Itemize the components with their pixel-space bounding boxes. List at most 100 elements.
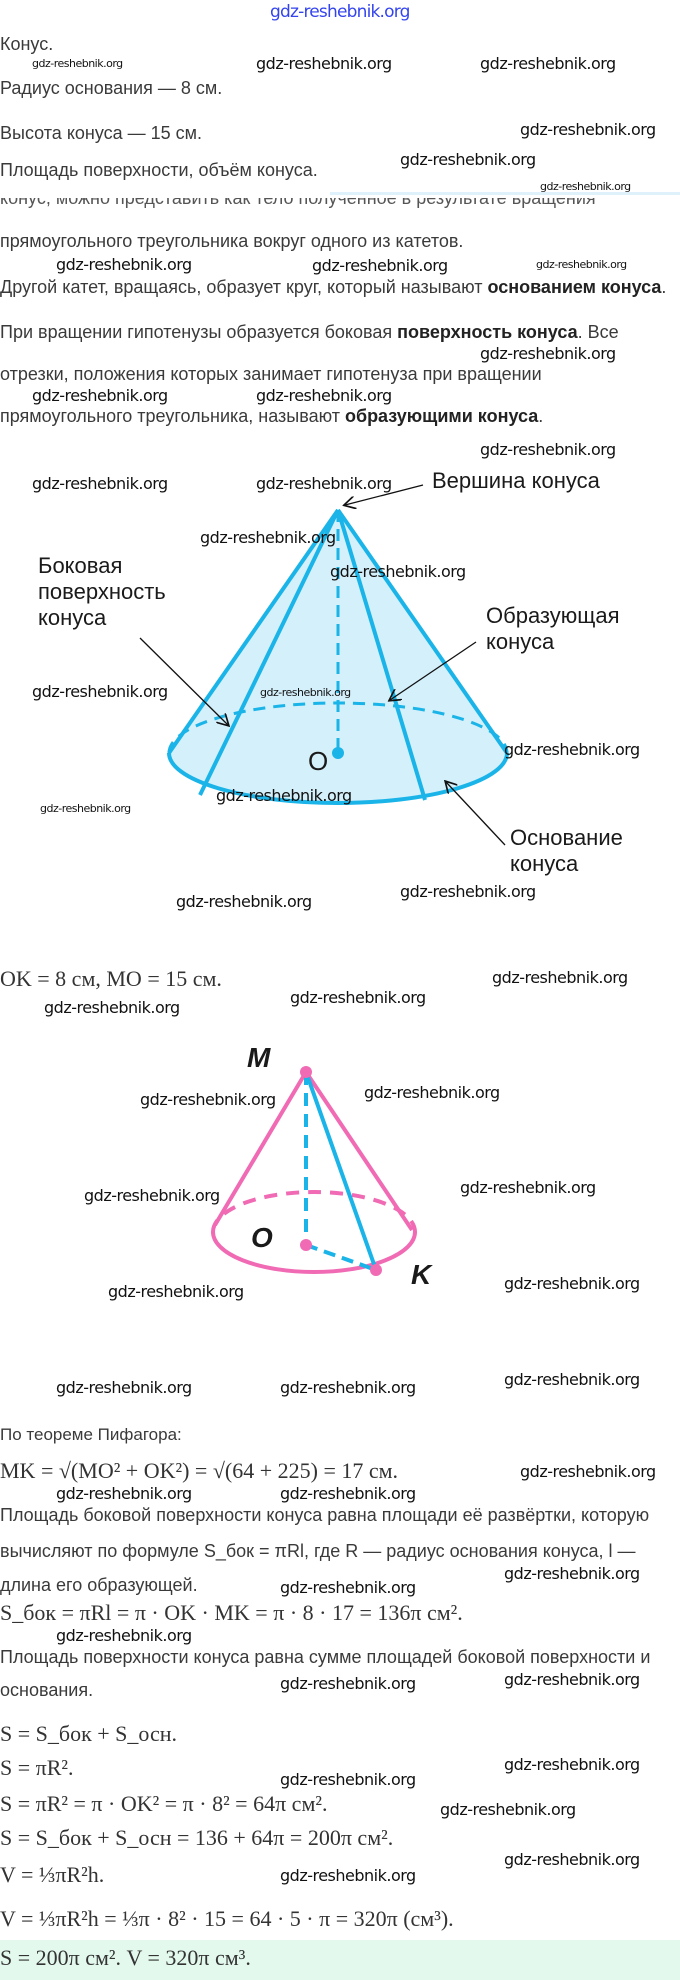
- watermark: gdz-reshebnik.org: [540, 180, 631, 193]
- given-title: Конус.: [0, 34, 54, 54]
- watermark: gdz-reshebnik.org: [364, 1083, 500, 1102]
- watermark: gdz-reshebnik.org: [216, 786, 352, 805]
- watermark: gdz-reshebnik.org: [32, 57, 123, 70]
- formula-mk: MK = √(MO² + OK²) = √(64 + 225) = 17 см.: [0, 1458, 399, 1483]
- lateral-text-1: Площадь боковой поверхности конуса равна…: [0, 1505, 650, 1525]
- watermark: gdz-reshebnik.org: [504, 1755, 640, 1774]
- base-back-arc: [211, 1190, 417, 1233]
- watermark: gdz-reshebnik.org: [256, 474, 392, 493]
- text: . Все: [577, 322, 619, 342]
- cone-base-fill: [169, 510, 507, 803]
- cut-off-line: конус, можно представить как тело получе…: [0, 198, 680, 212]
- term-generators: образующими конуса: [344, 406, 539, 426]
- watermark: gdz-reshebnik.org: [32, 474, 168, 493]
- point-k: [370, 1264, 382, 1276]
- watermark: gdz-reshebnik.org: [520, 1462, 656, 1481]
- watermark: gdz-reshebnik.org: [536, 258, 627, 271]
- o-label: O: [251, 1222, 273, 1253]
- text: .: [661, 277, 667, 297]
- given-height: Высота конуса — 15 см.: [0, 123, 203, 143]
- cone-mok-diagram: [211, 1066, 417, 1276]
- watermark: gdz-reshebnik.org: [56, 1378, 192, 1397]
- watermark: gdz-reshebnik.org: [504, 1370, 640, 1389]
- watermark: gdz-reshebnik.org: [40, 802, 131, 815]
- total-text-2: основания.: [0, 1680, 94, 1700]
- theory-line-4: отрезки, положения которых занимает гипо…: [0, 364, 542, 384]
- label-line: конуса: [510, 851, 579, 876]
- point-o: [300, 1239, 312, 1251]
- watermark: gdz-reshebnik.org: [176, 892, 312, 911]
- watermark: gdz-reshebnik.org: [480, 344, 616, 363]
- watermark: gdz-reshebnik.org: [480, 440, 616, 459]
- theory-line-5: прямоугольного треугольника, называют об…: [0, 406, 543, 427]
- watermark: gdz-reshebnik.org: [256, 54, 392, 73]
- theory-line-3: При вращении гипотенузы образуется боков…: [0, 322, 619, 343]
- formula-5: V = ⅓πR²h.: [0, 1862, 105, 1887]
- watermark: gdz-reshebnik.org: [140, 1090, 276, 1109]
- label-line: конуса: [38, 605, 107, 630]
- theory-line-1: прямоугольного треугольника вокруг одног…: [0, 231, 464, 251]
- formula-3: S = πR² = π · OK² = π · 8² = 64π см².: [0, 1791, 328, 1816]
- formula-s-lateral: S_бок = πRl = π · OK · MK = π · 8 · 17 =…: [0, 1600, 463, 1625]
- pythagoras-text: По теореме Пифагора:: [0, 1425, 182, 1444]
- watermark: gdz-reshebnik.org: [84, 1186, 220, 1205]
- formula-4: S = S_бок + S_осн = 136 + 64π = 200π см²…: [0, 1825, 394, 1850]
- watermark: gdz-reshebnik.org: [56, 255, 192, 274]
- watermark: gdz-reshebnik.org: [200, 528, 336, 547]
- label-line: Образующая: [486, 603, 620, 628]
- site-header-watermark[interactable]: gdz-reshebnik.org: [270, 2, 410, 22]
- base-front-arc: [211, 1231, 417, 1274]
- watermark: gdz-reshebnik.org: [400, 882, 536, 901]
- watermark: gdz-reshebnik.org: [32, 386, 168, 405]
- apex-arrow: [345, 484, 424, 505]
- term-base: основанием конуса: [487, 277, 662, 297]
- center-point: [332, 747, 344, 759]
- generator-arrow: [390, 641, 477, 700]
- generator-right: [336, 509, 427, 801]
- answer: S = 200π см². V = 320π см³.: [0, 1945, 251, 1970]
- lateral-text-2: вычисляют по формуле S_бок = πRl, где R …: [0, 1541, 636, 1561]
- term-lateral: поверхность конуса: [397, 322, 578, 342]
- watermark: gdz-reshebnik.org: [504, 1850, 640, 1869]
- watermark: gdz-reshebnik.org: [290, 988, 426, 1007]
- apex-label: Вершина конуса: [432, 468, 600, 493]
- watermark: gdz-reshebnik.org: [400, 150, 536, 169]
- cone-diagram: [139, 484, 509, 846]
- watermark: gdz-reshebnik.org: [56, 1484, 192, 1503]
- label-line: Основание: [510, 825, 623, 850]
- formula-1: S = S_бок + S_осн.: [0, 1721, 177, 1746]
- watermark: gdz-reshebnik.org: [492, 968, 628, 987]
- watermark: gdz-reshebnik.org: [312, 256, 448, 275]
- answer-box: [0, 1940, 680, 1980]
- radius-ok: [305, 1243, 377, 1272]
- cone-right-edge: [304, 1070, 414, 1232]
- watermark: gdz-reshebnik.org: [56, 1626, 192, 1645]
- watermark: gdz-reshebnik.org: [280, 1674, 416, 1693]
- cone-left-edge: [213, 1070, 308, 1227]
- watermark: gdz-reshebnik.org: [330, 562, 466, 581]
- label-line: поверхность: [38, 579, 166, 604]
- generator-left: [198, 509, 340, 796]
- watermark: gdz-reshebnik.org: [280, 1770, 416, 1789]
- text: .: [538, 406, 544, 426]
- given-radius: Радиус основания — 8 см.: [0, 78, 223, 98]
- watermark: gdz-reshebnik.org: [280, 1578, 416, 1597]
- watermark: gdz-reshebnik.org: [440, 1800, 576, 1819]
- watermark: gdz-reshebnik.org: [280, 1866, 416, 1885]
- formula-6: V = ⅓πR²h = ⅓π · 8² · 15 = 64 · 5 · π = …: [0, 1906, 454, 1931]
- lateral-arrow: [139, 637, 228, 725]
- base-front-arc: [167, 752, 509, 805]
- generator-mk: [304, 1071, 378, 1271]
- watermark: gdz-reshebnik.org: [280, 1484, 416, 1503]
- watermark: gdz-reshebnik.org: [480, 54, 616, 73]
- label-line: конуса: [486, 629, 555, 654]
- watermark: gdz-reshebnik.org: [460, 1178, 596, 1197]
- watermark: gdz-reshebnik.org: [504, 1564, 640, 1583]
- center-label: O: [308, 746, 329, 776]
- watermark: gdz-reshebnik.org: [520, 120, 656, 139]
- cone-left-edge: [167, 508, 340, 755]
- cone-right-edge: [336, 508, 509, 755]
